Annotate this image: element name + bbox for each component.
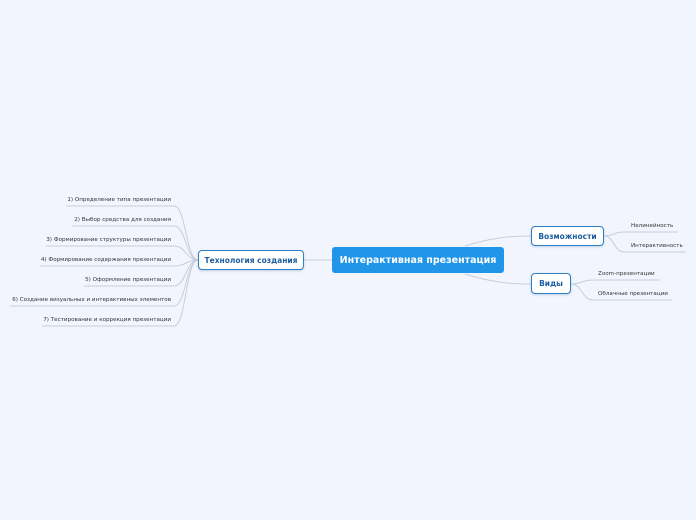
subtopic-possibilities-1[interactable]: Нелинейность [631,223,674,229]
connector-poss-1 [603,231,678,237]
topic-technology-label: Технология создания [204,255,298,265]
subtopic-tech-4[interactable]: 4) Формирование содержания презентации [40,257,171,263]
connector-tech-1 [66,205,199,261]
subtopic-types-1[interactable]: Zoom-презентации [598,271,655,277]
topic-types-label: Виды [539,279,563,288]
subtopic-tech-1[interactable]: 1) Определение типа презентации [67,197,171,203]
topic-technology[interactable]: Технология создания [198,250,304,270]
topic-possibilities[interactable]: Возможности [531,226,604,246]
subtopic-types-2[interactable]: Облачные презентации [598,291,668,297]
central-topic[interactable]: Интерактивная презентация [332,247,504,273]
connector-tech-4 [40,259,199,267]
connector-central-types [464,273,532,285]
connector-poss-2 [603,235,686,253]
connector-tech-2 [72,225,199,261]
subtopic-tech-6[interactable]: 6) Создание визуальных и интерактивных э… [12,297,171,303]
connector-types-2 [570,283,672,301]
subtopic-tech-3[interactable]: 3) Формирование структуры презентации [46,237,171,243]
subtopic-tech-5[interactable]: 5) Оформление презентации [85,277,171,283]
subtopic-tech-7[interactable]: 7) Тестирование и коррекция презентации [43,317,171,323]
central-topic-label: Интерактивная презентация [339,254,497,266]
subtopic-tech-2[interactable]: 2) Выбор средства для создания [74,217,171,223]
connector-tech-3 [46,245,199,261]
connector-tech-7 [42,259,199,327]
subtopic-possibilities-2[interactable]: Интерактивность [631,243,683,249]
connector-central-possibilities [464,235,532,247]
topic-types[interactable]: Виды [531,273,571,294]
connector-types-1 [570,279,660,285]
topic-possibilities-label: Возможности [538,231,597,241]
